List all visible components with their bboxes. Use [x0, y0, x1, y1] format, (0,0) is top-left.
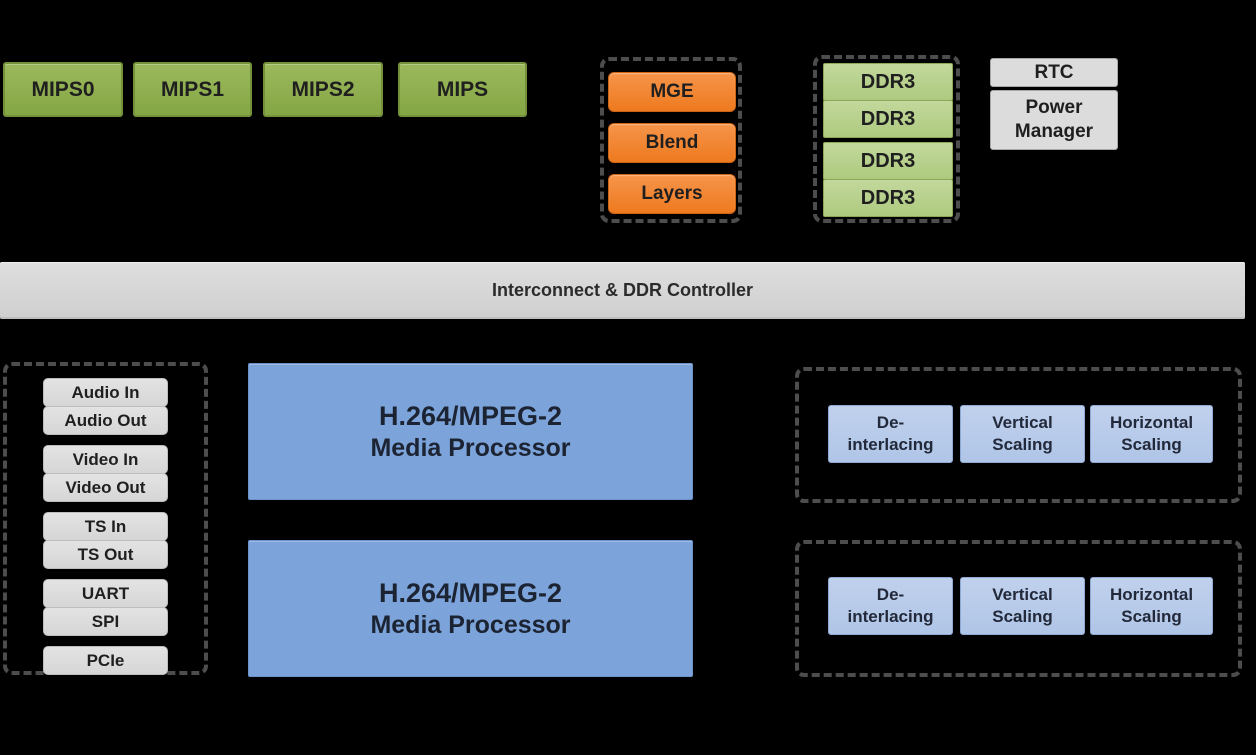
bus-arrowhead-display-engine — [668, 256, 682, 266]
block-horizontal-scaling-2: Horizontal Scaling — [1090, 577, 1213, 635]
bus-arrowhead-power — [1046, 256, 1060, 266]
block-power-manager: Power Manager — [990, 90, 1118, 150]
io-port-pcie: PCIe — [43, 646, 168, 675]
block-mge: MGE — [608, 72, 736, 112]
power-manager-line1: Power — [1025, 97, 1083, 119]
power-manager-line2: Manager — [1014, 121, 1094, 142]
bus-arrowhead-mips0 — [56, 256, 70, 266]
block-ddr3-4: DDR3 — [823, 179, 953, 217]
block-mips0: MIPS0 — [3, 62, 123, 117]
deinterlacing-2-line1: De- — [876, 584, 905, 604]
block-vertical-scaling-2: Vertical Scaling — [960, 577, 1085, 635]
io-group-pcie: PCIe — [43, 646, 168, 675]
interconnect-bar: Interconnect & DDR Controller — [0, 262, 1245, 319]
media-processor-1-line2: Media Processor — [370, 433, 571, 462]
media-processor-2-line1: H.264/MPEG-2 — [378, 578, 563, 609]
block-deinterlacing-1: De- interlacing — [828, 405, 953, 463]
interconnect-label: Interconnect & DDR Controller — [491, 280, 754, 300]
video-pipeline-group-2 — [795, 540, 1242, 677]
bus-arrowhead-mips — [458, 256, 472, 266]
io-port-ts-in: TS In — [43, 512, 168, 541]
ddr-memory-group — [813, 55, 960, 223]
block-layers: Layers — [608, 174, 736, 214]
block-mips: MIPS — [398, 62, 527, 117]
block-blend: Blend — [608, 123, 736, 163]
bus-arrowhead-mips1 — [193, 256, 207, 266]
io-group-serial: UART SPI — [43, 579, 168, 636]
block-mips1: MIPS1 — [133, 62, 252, 117]
io-group-audio: Audio In Audio Out — [43, 378, 168, 435]
media-processor-1-line1: H.264/MPEG-2 — [378, 401, 563, 432]
block-ddr3-2: DDR3 — [823, 100, 953, 138]
io-port-audio-in: Audio In — [43, 378, 168, 407]
io-port-spi: SPI — [43, 607, 168, 636]
vertical-scaling-2-line2: Scaling — [992, 607, 1053, 626]
vertical-scaling-1-line2: Scaling — [992, 435, 1053, 454]
bus-arrowhead-mips2 — [328, 256, 342, 266]
deinterlacing-1-line1: De- — [876, 412, 905, 432]
io-port-ts-out: TS Out — [43, 540, 168, 569]
horizontal-scaling-1-line1: Horizontal — [1109, 412, 1194, 432]
bus-arrowhead-ddr — [883, 256, 897, 266]
block-ddr3-1: DDR3 — [823, 63, 953, 101]
video-pipeline-group-1 — [795, 367, 1242, 503]
block-mips2: MIPS2 — [263, 62, 383, 117]
block-horizontal-scaling-1: Horizontal Scaling — [1090, 405, 1213, 463]
media-processor-2-line2: Media Processor — [370, 610, 571, 639]
horizontal-scaling-1-line2: Scaling — [1121, 435, 1182, 454]
block-vertical-scaling-1: Vertical Scaling — [960, 405, 1085, 463]
display-engine-group — [600, 57, 742, 223]
io-port-uart: UART — [43, 579, 168, 608]
io-port-audio-out: Audio Out — [43, 406, 168, 435]
block-rtc: RTC — [990, 58, 1118, 87]
vertical-scaling-1-line1: Vertical — [992, 412, 1053, 432]
block-ddr3-3: DDR3 — [823, 142, 953, 180]
io-group-ts: TS In TS Out — [43, 512, 168, 569]
deinterlacing-2-line2: interlacing — [847, 607, 934, 626]
vertical-scaling-2-line1: Vertical — [992, 584, 1053, 604]
block-deinterlacing-2: De- interlacing — [828, 577, 953, 635]
io-ports-column: Audio In Audio Out Video In Video Out TS… — [43, 378, 168, 685]
io-port-video-in: Video In — [43, 445, 168, 474]
io-port-video-out: Video Out — [43, 473, 168, 502]
horizontal-scaling-2-line1: Horizontal — [1109, 584, 1194, 604]
horizontal-scaling-2-line2: Scaling — [1121, 607, 1182, 626]
block-media-processor-1: H.264/MPEG-2 Media Processor — [248, 363, 693, 500]
deinterlacing-1-line2: interlacing — [847, 435, 934, 454]
io-group-video: Video In Video Out — [43, 445, 168, 502]
block-media-processor-2: H.264/MPEG-2 Media Processor — [248, 540, 693, 677]
